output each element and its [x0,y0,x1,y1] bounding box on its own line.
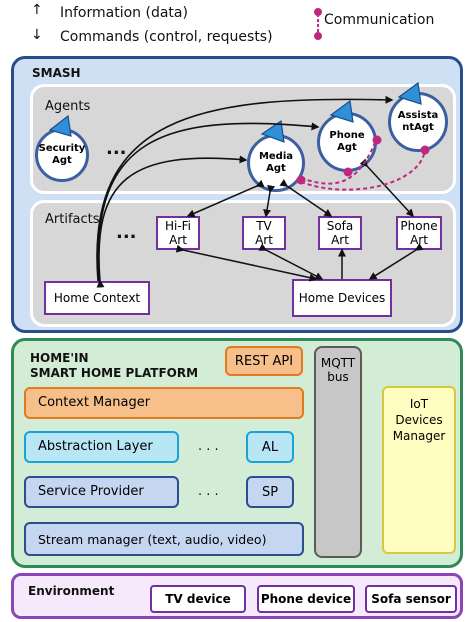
agents-title: Agents [45,99,91,114]
hifi-artifact-line1: Hi-Fi [164,219,192,233]
sofa-artifact-line1: Sofa [326,219,354,233]
agents-ellipsis: ... [106,138,127,159]
legend-commands-label: Commands (control, requests) [60,29,273,45]
mqtt-line1: MQTT [320,356,356,370]
hifi-artifact-line2: Art [169,233,187,247]
legend-commands-arrow-icon: ↓ [31,27,43,43]
security-agent-line2: Agt [52,155,72,166]
al-box: AL [246,431,294,463]
abstraction-layer: Abstraction Layer [24,431,179,463]
iot-line3: Manager [392,429,446,443]
legend-communication-icon [314,8,322,40]
context-manager: Context Manager [24,387,304,419]
service-dots: . . . [198,484,219,499]
sofa-artifact-line2: Art [331,233,349,247]
home-context-artifact: Home Context [44,281,150,315]
mqtt-line2: bus [327,370,349,384]
abstraction-dots: . . . [198,439,219,454]
environment-title: Environment [28,584,115,598]
platform-title-line1: HOME'IN [30,351,89,365]
legend-info-label: Information (data) [60,5,188,21]
security-agent-line1: Security [38,143,86,154]
assistant-agent-line1: Assista [397,110,439,121]
tv-artifact-line2: Art [255,233,273,247]
home-devices-artifact: Home Devices [292,279,392,317]
legend-info-arrow-icon: ↑ [31,2,43,18]
platform-title-line2: SMART HOME PLATFORM [30,366,199,380]
env-sofa-sensor: Sofa sensor [365,585,457,613]
iot-line2: Devices [395,413,443,427]
legend-communication-label: Communication [324,12,435,28]
phone-artifact-line2: Art [410,233,428,247]
phone-artifact-line1: Phone [400,219,438,233]
env-phone-device: Phone device [257,585,355,613]
phone-agent-line2: Agt [337,142,357,153]
stream-manager: Stream manager (text, audio, video) [24,522,304,556]
service-provider: Service Provider [24,476,179,508]
smash-title: SMASH [32,66,81,80]
phone-agent-line1: Phone [329,130,365,141]
iot-line1: IoT [409,397,429,411]
artifacts-title: Artifacts [45,212,100,227]
rest-api-box: REST API [225,346,303,376]
agents-group [30,84,456,194]
env-tv-device: TV device [150,585,246,613]
assistant-agent-line2: ntAgt [402,122,434,133]
media-agent-line2: Agt [266,163,286,174]
sp-box: SP [246,476,294,508]
tv-artifact-line1: TV [256,219,272,233]
media-agent-line1: Media [258,151,294,162]
artifacts-ellipsis: ... [116,222,137,243]
